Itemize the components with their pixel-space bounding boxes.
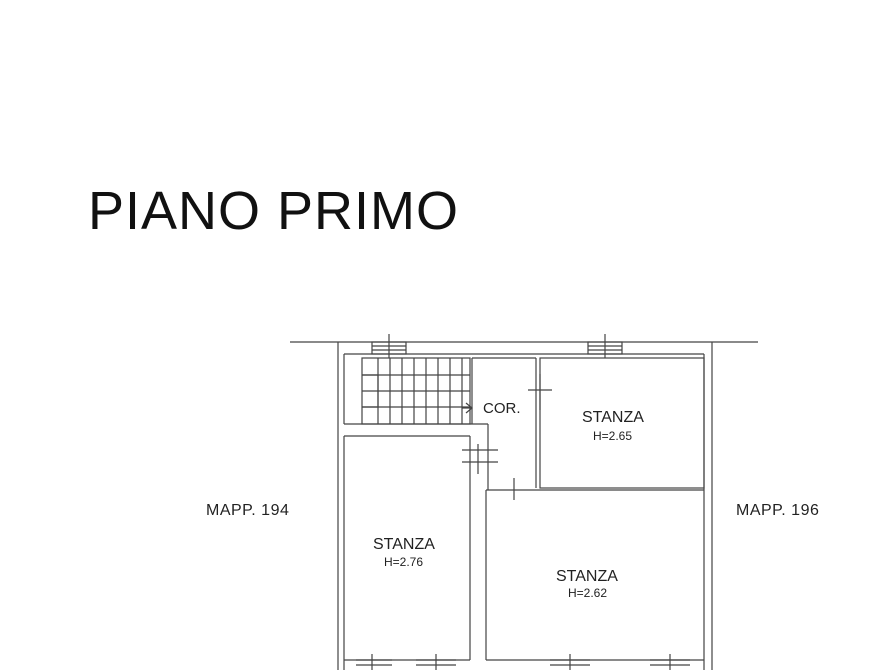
room-top-right-height: H=2.65: [593, 429, 633, 443]
window-bottom-3: [550, 654, 590, 670]
door-corridor-to-top-room: [528, 374, 552, 410]
corridor-walls: [344, 357, 537, 490]
neighbor-right-label: MAPP. 196: [736, 502, 820, 519]
room-bottom-right-name: STANZA: [556, 568, 618, 585]
window-top-left: [371, 334, 407, 358]
room-bottom-right-height: H=2.62: [568, 586, 608, 600]
room-top-right-name: STANZA: [582, 409, 644, 426]
window-bottom-2: [416, 654, 456, 670]
neighbor-left-label: MAPP. 194: [206, 502, 290, 519]
door-corridor-to-left-room: [462, 444, 498, 474]
room-top-right-outline: [539, 357, 705, 489]
staircase: [361, 357, 473, 425]
window-bottom-1: [356, 654, 392, 670]
window-bottom-4: [650, 654, 690, 670]
window-top-right: [587, 334, 623, 358]
room-left-height: H=2.76: [384, 555, 424, 569]
room-left-name: STANZA: [373, 536, 435, 553]
room-corridor-label: COR.: [483, 400, 521, 417]
plan-title: PIANO PRIMO: [88, 181, 460, 241]
